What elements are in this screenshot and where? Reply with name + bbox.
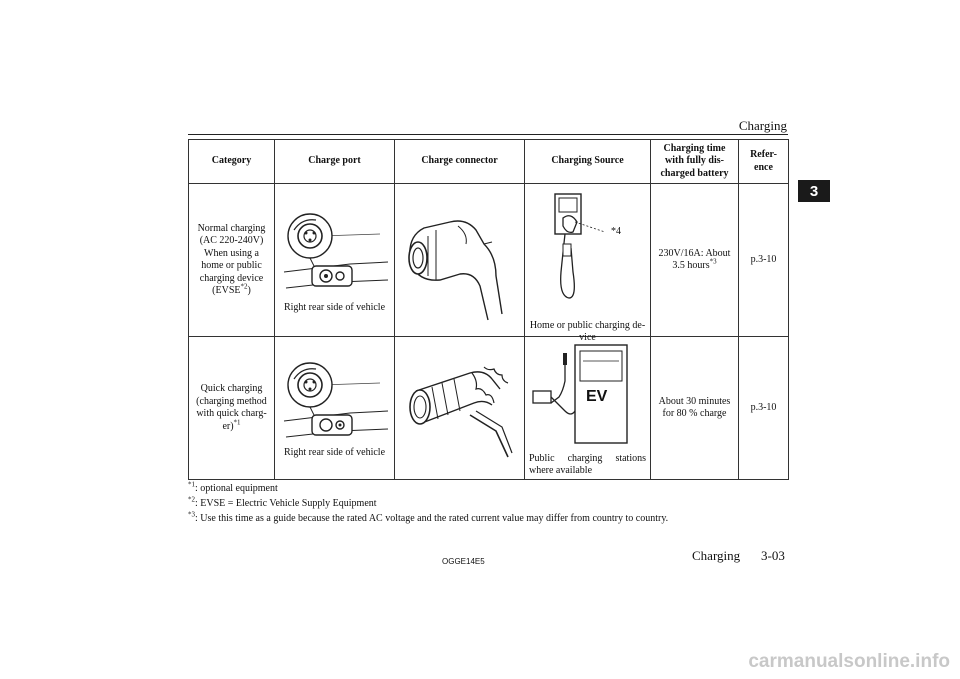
cell-charge-port-quick: Right rear side of vehicle [274,336,395,480]
ev-label: EV [586,388,608,405]
category-line: with quick charg- [196,408,267,419]
quick-charger-illustration [532,344,628,444]
category-evse-text: (EVSE [212,285,241,296]
category-end-text: er) [222,420,234,432]
reference-link[interactable]: p.3-10 [750,401,777,413]
cell-reference-quick: p.3-10 [738,336,789,480]
footnote-mark: *2 [188,495,195,504]
cell-charge-connector-normal [394,183,525,337]
page-number: 3-03 [761,548,785,563]
footnote-mark: *3 [188,510,195,519]
footnote-text: : EVSE = Electric Vehicle Supply Equipme… [195,498,377,509]
category-line: When using a [204,247,259,259]
footnote-mark: *1 [188,480,195,489]
category-line: home or public [201,260,262,271]
chapter-tab[interactable]: 3 [798,180,830,202]
source-caption-line: Public charging stations [529,452,646,464]
reference-link[interactable]: p.3-10 [750,253,777,265]
footnote-ref-1[interactable]: *1 [233,418,241,427]
footer-section-title: Charging [692,548,741,563]
charge-port-caption: Right rear side of vehicle [283,446,386,458]
column-header-category: Category [188,139,275,184]
footnote-2: *2: EVSE = Electric Vehicle Supply Equip… [188,496,788,511]
time-value: 3.5 hours [672,260,710,271]
time-line: for 80 % charge [662,408,727,419]
source-caption-line: Home or public charging de- [529,319,646,331]
charging-table: Category Charge port Charge connector Ch… [188,139,789,480]
dc-connector-illustration [409,366,513,458]
cell-reference-normal: p.3-10 [738,183,789,337]
column-header-charging-time: Charging time with fully dis-charged bat… [650,139,739,184]
footnote-1: *1: optional equipment [188,481,788,496]
ac-connector-illustration [408,220,503,321]
cell-charging-time-normal: 230V/16A: About 3.5 hours*3 [650,183,739,337]
cell-charge-connector-quick [394,336,525,480]
wallbox-illustration [554,193,606,299]
footnotes: *1: optional equipment *2: EVSE = Electr… [188,481,788,526]
footnote-text: : optional equipment [195,483,278,494]
cell-charging-source-quick: EV Public charging stations where availa… [524,336,651,480]
footnote-ref-3[interactable]: *3 [709,257,717,266]
footnote-3: *3: Use this time as a guide because the… [188,511,788,526]
category-line: (charging method [196,395,267,407]
source-callout-mark: *4 [611,226,621,237]
document-code: OGGE14E5 [442,557,485,566]
time-line-with-mark: 3.5 hours*3 [655,257,734,273]
footnote-text: : Use this time as a guide because the r… [195,513,669,524]
column-header-charge-port: Charge port [274,139,395,184]
category-end-line: er)*1 [193,418,270,434]
watermark: carmanualsonline.info [748,651,950,672]
category-evse-close: ) [247,285,251,296]
cell-charge-port-normal: Right rear side of vehicle [274,183,395,337]
category-line: (AC 220-240V) [199,235,264,246]
charge-port-illustration [283,362,389,438]
time-line: About 30 minutes [658,395,731,407]
cell-category-normal: Normal charging (AC 220-240V) When using… [188,183,275,337]
cell-charging-time-quick: About 30 minutes for 80 % charge [650,336,739,480]
charge-port-illustration [283,213,389,289]
column-header-charging-source: Charging Source [524,139,651,184]
table-header-row: Category Charge port Charge connector Ch… [188,139,789,184]
source-caption-line: where available [529,464,593,476]
table-row-normal-charging: Normal charging (AC 220-240V) When using… [188,183,789,343]
column-header-reference: Refer-ence [738,139,789,184]
category-line: Quick charging [200,383,263,394]
table-row-quick-charging: Quick charging (charging method with qui… [188,336,789,480]
column-header-charge-connector: Charge connector [394,139,525,184]
category-evse-line: (EVSE*2) [193,282,270,298]
cell-category-quick: Quick charging (charging method with qui… [188,336,275,480]
charge-port-caption: Right rear side of vehicle [283,301,386,313]
header-rule [188,134,788,135]
running-head-title: Charging [738,118,787,133]
cell-charging-source-normal: *4 Home or public charging de- vice [524,183,651,343]
time-line: 230V/16A: About [658,247,731,259]
category-line: Normal charging [197,222,266,234]
category-line: charging device [199,272,264,284]
footnote-ref-2[interactable]: *2 [240,282,248,291]
